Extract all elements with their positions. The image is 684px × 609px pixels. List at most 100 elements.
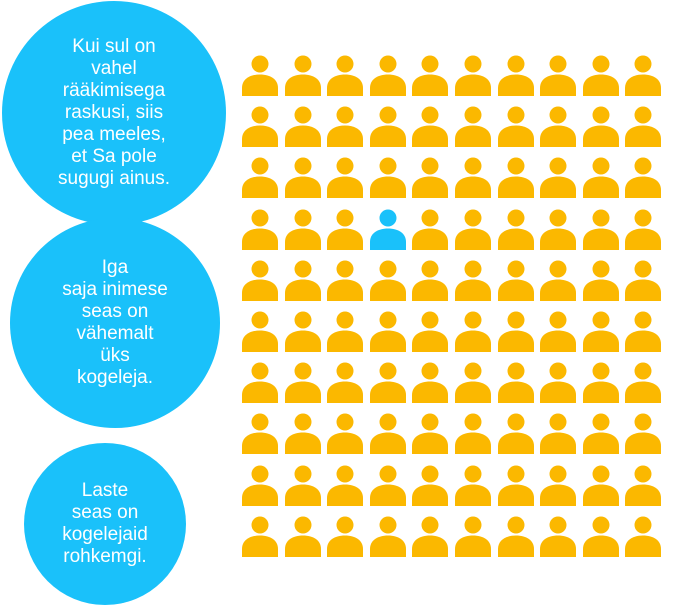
person-icon	[327, 209, 364, 250]
person-icon	[369, 260, 406, 301]
person-icon	[242, 516, 278, 557]
person-icon	[284, 362, 321, 404]
person-icon	[497, 413, 534, 455]
person-icon	[412, 413, 449, 455]
person-icon	[582, 55, 619, 96]
person-icon	[540, 516, 577, 557]
person-icon	[242, 465, 278, 506]
person-icon	[369, 157, 406, 199]
person-icon	[625, 55, 662, 96]
person-icon	[540, 209, 577, 250]
person-icon	[540, 106, 577, 148]
info-bubble-3-text: Laste seas on kogelejaid rohkemgi.	[62, 480, 148, 567]
person-icon	[284, 106, 321, 148]
person-icon	[412, 516, 449, 557]
person-icon	[455, 311, 491, 352]
person-icon	[582, 106, 619, 148]
person-icon	[582, 465, 619, 506]
person-icon	[327, 413, 364, 455]
person-icon	[455, 516, 491, 557]
person-icon	[455, 106, 491, 148]
person-icon	[497, 465, 534, 506]
person-icon	[497, 260, 534, 301]
person-icon	[284, 209, 321, 250]
person-icon	[497, 516, 534, 557]
person-icon	[369, 465, 406, 506]
person-icon	[284, 516, 321, 557]
person-icon	[582, 413, 619, 455]
person-icon	[284, 157, 321, 199]
person-icon	[497, 106, 534, 148]
person-icon	[412, 465, 449, 506]
person-icon	[369, 362, 406, 404]
person-icon	[540, 413, 577, 455]
person-icon	[497, 362, 534, 404]
person-icon	[455, 362, 491, 404]
person-icon	[582, 362, 619, 404]
person-icon	[540, 362, 577, 404]
info-bubble-2: Iga saja inimese seas on vähemalt üks ko…	[10, 218, 220, 428]
person-icon	[242, 362, 278, 404]
info-bubble-1-text: Kui sul on vahel rääkimisega raskusi, si…	[58, 36, 170, 189]
person-icon	[369, 55, 406, 96]
person-icon	[327, 157, 364, 199]
info-bubble-3: Laste seas on kogelejaid rohkemgi.	[24, 443, 186, 605]
person-icon	[455, 413, 491, 455]
person-icon	[625, 209, 662, 250]
person-icon	[582, 311, 619, 352]
person-icon	[412, 157, 449, 199]
person-icon	[540, 311, 577, 352]
person-icon	[412, 260, 449, 301]
person-icon	[625, 106, 662, 148]
person-icon	[327, 260, 364, 301]
person-icon-highlighted	[369, 209, 406, 250]
person-icon	[625, 465, 662, 506]
person-icon	[284, 465, 321, 506]
person-icon	[242, 106, 278, 148]
person-icon	[327, 55, 364, 96]
person-icon	[497, 209, 534, 250]
person-icon	[242, 55, 278, 96]
person-icon	[540, 157, 577, 199]
person-icon	[455, 157, 491, 199]
person-icon	[412, 209, 449, 250]
person-icon	[540, 55, 577, 96]
person-icon	[497, 55, 534, 96]
person-icon	[284, 311, 321, 352]
person-icon	[369, 413, 406, 455]
person-icon	[582, 260, 619, 301]
person-icon	[412, 55, 449, 96]
person-icon	[412, 106, 449, 148]
person-icon	[369, 106, 406, 148]
person-icon	[284, 55, 321, 96]
person-icon	[412, 311, 449, 352]
info-bubble-1: Kui sul on vahel rääkimisega raskusi, si…	[2, 1, 226, 225]
person-icon	[242, 413, 278, 455]
person-icon	[327, 362, 364, 404]
person-icon	[242, 311, 278, 352]
person-icon	[455, 260, 491, 301]
person-icon	[540, 465, 577, 506]
person-icon	[625, 516, 662, 557]
people-grid	[240, 55, 670, 557]
person-icon	[455, 465, 491, 506]
person-icon	[625, 362, 662, 404]
info-bubble-2-text: Iga saja inimese seas on vähemalt üks ko…	[62, 257, 168, 388]
person-icon	[242, 157, 278, 199]
person-icon	[327, 106, 364, 148]
person-icon	[625, 311, 662, 352]
person-icon	[242, 260, 278, 301]
person-icon	[455, 209, 491, 250]
person-icon	[497, 311, 534, 352]
person-icon	[582, 516, 619, 557]
person-icon	[327, 311, 364, 352]
person-icon	[284, 413, 321, 455]
person-icon	[284, 260, 321, 301]
person-icon	[412, 362, 449, 404]
person-icon	[497, 157, 534, 199]
person-icon	[455, 55, 491, 96]
person-icon	[327, 465, 364, 506]
person-icon	[369, 516, 406, 557]
person-icon	[540, 260, 577, 301]
person-icon	[625, 157, 662, 199]
